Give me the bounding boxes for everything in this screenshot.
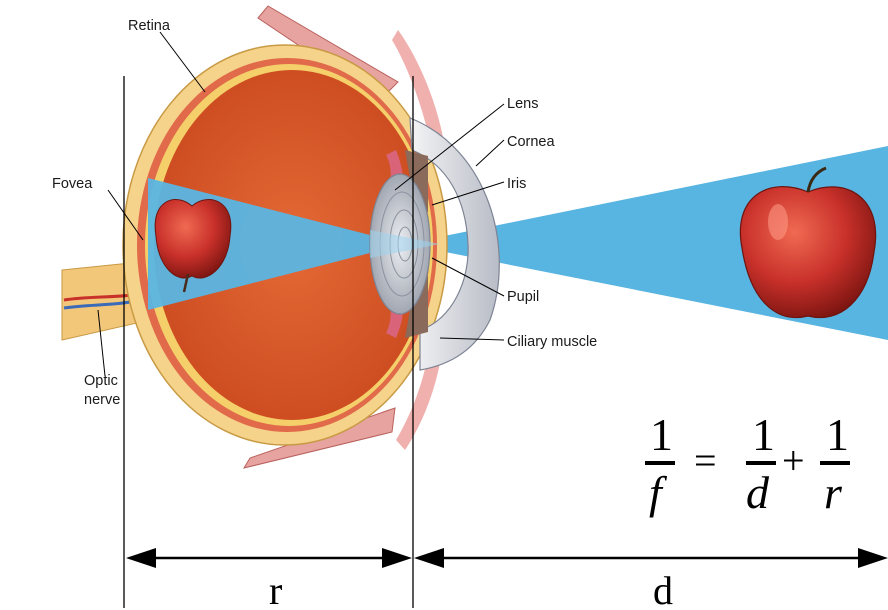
apple-object xyxy=(739,166,877,318)
thin-lens-equation: 1 f = 1 d + 1 r xyxy=(645,409,850,518)
pupil-leader xyxy=(431,257,505,297)
label-iris: Iris xyxy=(507,176,526,192)
eq-term1-fraction-bar xyxy=(746,461,776,465)
label-lens: Lens xyxy=(507,96,538,112)
retinal-apple-image xyxy=(154,199,232,293)
eq-term2-denominator: r xyxy=(824,467,843,518)
iris-leader xyxy=(431,181,505,206)
label-optic: Optic xyxy=(84,373,118,389)
eq-lhs-fraction-bar xyxy=(645,461,675,465)
r-dimension-label: r xyxy=(269,568,282,610)
label-ciliary-muscle: Ciliary muscle xyxy=(507,334,597,350)
eq-term2-fraction-bar xyxy=(820,461,850,465)
label-nerve: nerve xyxy=(84,392,120,408)
eq-term1-denominator: d xyxy=(746,467,770,518)
label-fovea: Fovea xyxy=(52,176,93,192)
eq-lhs-denominator: f xyxy=(649,467,668,518)
cornea xyxy=(409,117,500,371)
d-dimension-label: d xyxy=(653,568,673,610)
eq-term2-numerator: 1 xyxy=(826,409,849,460)
d-dimension-arrow xyxy=(414,548,888,568)
label-pupil: Pupil xyxy=(507,289,539,305)
label-retina: Retina xyxy=(128,18,171,34)
r-dimension-arrow xyxy=(126,548,412,568)
eyelid-tissue xyxy=(392,30,445,150)
light-ray-lens xyxy=(370,230,440,258)
eq-lhs-numerator: 1 xyxy=(650,409,673,460)
cornea-leader xyxy=(475,139,505,167)
eq-term1-numerator: 1 xyxy=(752,409,775,460)
retina-leader xyxy=(159,31,206,93)
eq-equals: = xyxy=(694,438,717,483)
ciliary-leader xyxy=(439,337,505,341)
label-cornea: Cornea xyxy=(507,134,555,150)
optic-leader xyxy=(97,309,106,377)
fovea-leader xyxy=(107,189,144,241)
eq-plus: + xyxy=(782,438,805,483)
